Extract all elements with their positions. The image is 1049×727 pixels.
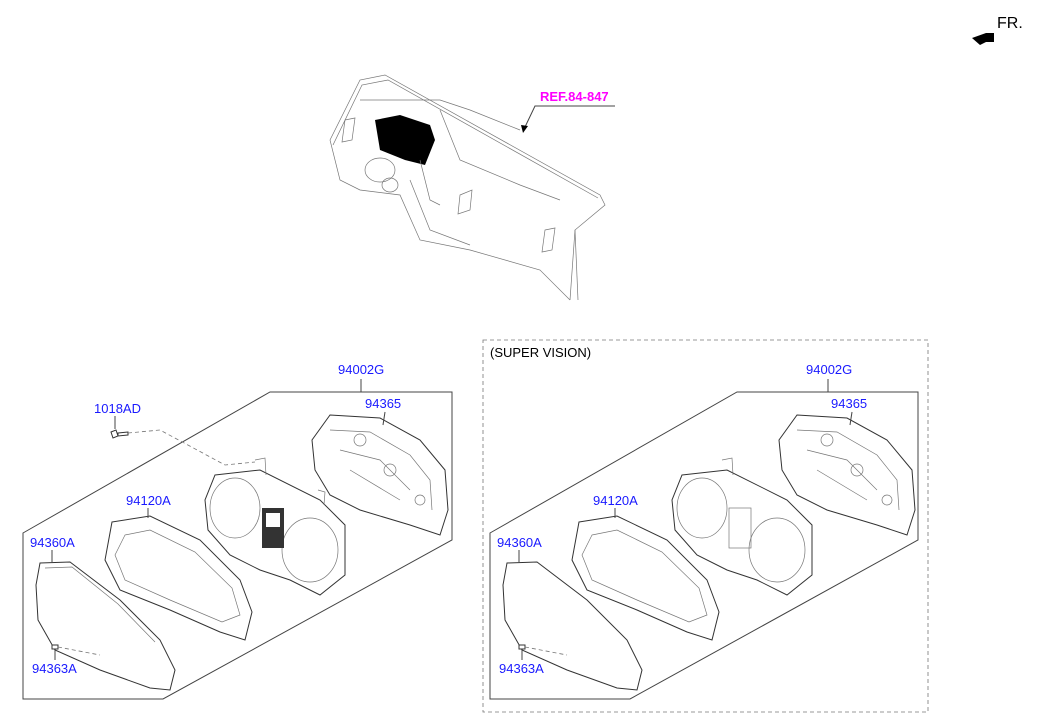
label-window[interactable]: 94360A <box>497 535 542 550</box>
case-94365 <box>778 414 916 536</box>
label-window[interactable]: 94360A <box>30 535 75 550</box>
clip-94363A <box>518 644 526 650</box>
super-vision-frame <box>482 339 929 713</box>
case-94365 <box>311 414 449 536</box>
label-assembly[interactable]: 94002G <box>806 362 852 377</box>
assembly-boundary <box>22 391 453 700</box>
label-cluster-face[interactable]: 94120A <box>593 493 638 508</box>
reference-label[interactable]: REF.84-847 <box>540 89 609 104</box>
window-94360A <box>502 561 643 691</box>
bezel <box>104 515 253 641</box>
front-arrow-icon <box>972 33 994 45</box>
clip-94363A <box>51 644 59 650</box>
label-case[interactable]: 94365 <box>365 396 401 411</box>
label-screw[interactable]: 1018AD <box>94 401 141 416</box>
reference-arrow-icon <box>521 125 528 133</box>
label-cluster-face[interactable]: 94120A <box>126 493 171 508</box>
super-vision-title: (SUPER VISION) <box>490 345 591 360</box>
label-clip[interactable]: 94363A <box>32 661 77 676</box>
front-indicator-label: FR. <box>997 15 1023 32</box>
label-clip[interactable]: 94363A <box>499 661 544 676</box>
assembly-boundary <box>489 391 919 700</box>
reference-leader-line <box>524 105 615 128</box>
standard-group <box>22 379 453 700</box>
label-case[interactable]: 94365 <box>831 396 867 411</box>
window-94360A <box>35 561 176 691</box>
super-vision-group <box>489 379 919 700</box>
bezel <box>571 515 720 641</box>
dashboard-overview-drawing <box>329 74 606 301</box>
label-assembly[interactable]: 94002G <box>338 362 384 377</box>
gauge-face-94120A <box>671 469 813 596</box>
screw-1018AD <box>110 429 129 439</box>
